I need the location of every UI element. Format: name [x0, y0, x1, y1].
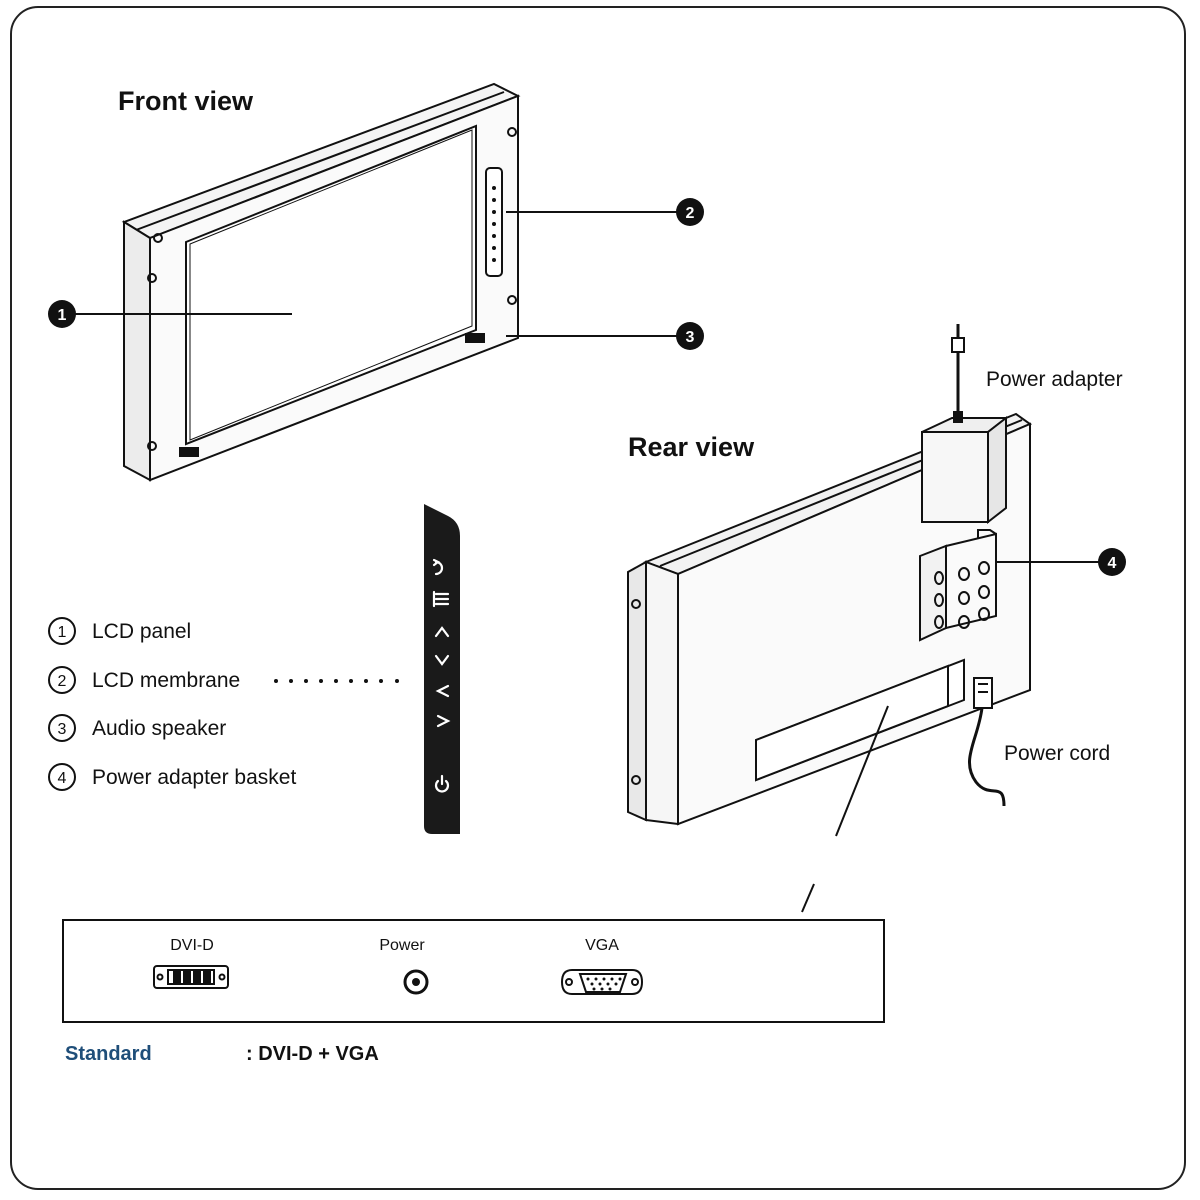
legend-number: 4 [58, 770, 67, 787]
membrane-strip [424, 504, 460, 834]
vga-port-label: VGA [585, 937, 619, 954]
power-cord [967, 677, 1006, 807]
front-monitor [121, 82, 521, 482]
front-callout-lines [62, 211, 690, 337]
power-icon [434, 774, 450, 793]
legend-number: 2 [58, 673, 67, 690]
callout-4-number: 4 [1108, 555, 1117, 572]
front-control-dots [492, 186, 496, 262]
membrane-dotted-leader [274, 679, 399, 683]
left-arrow-icon [435, 684, 450, 698]
menu-icon [432, 590, 450, 608]
vga-port-icon [560, 969, 644, 995]
legend-label: Audio speaker [92, 717, 226, 740]
power-port-label: Power [379, 937, 425, 954]
legend-item-lcd-membrane: 2 LCD membrane [48, 666, 240, 694]
callout-3-number: 3 [686, 329, 695, 346]
power-cord-label: Power cord [1004, 742, 1110, 765]
standard-label: Standard [65, 1043, 152, 1065]
callout-1: 1 [48, 300, 76, 328]
rear-view-title: Rear view [628, 432, 755, 462]
legend-label: LCD membrane [92, 669, 240, 692]
legend-label: LCD panel [92, 620, 191, 643]
callout-2-number: 2 [686, 205, 695, 222]
ports-leader-line [835, 705, 889, 837]
up-arrow-icon [434, 626, 450, 638]
callout-3: 3 [676, 322, 704, 350]
standard-value: : DVI-D + VGA [246, 1043, 379, 1065]
power-adapter-label: Power adapter [986, 368, 1123, 391]
callout-1-number: 1 [58, 307, 67, 324]
dvi-port-icon [153, 965, 229, 989]
dvi-port-label: DVI-D [170, 937, 214, 954]
down-arrow-icon [434, 654, 450, 666]
legend-number: 1 [58, 624, 67, 641]
return-icon [432, 558, 444, 576]
ports-leader-line-lower [801, 883, 815, 913]
legend-number: 3 [58, 721, 67, 738]
front-view-title: Front view [118, 86, 254, 116]
legend-item-power-adapter-basket: 4 Power adapter basket [48, 763, 296, 791]
diagram-frame [10, 6, 1186, 1190]
legend-item-audio-speaker: 3 Audio speaker [48, 714, 226, 742]
callout-4: 4 [1098, 548, 1126, 576]
legend-label: Power adapter basket [92, 766, 296, 789]
callout-2: 2 [676, 198, 704, 226]
legend: 1 LCD panel 2 LCD membrane 3 Audio speak… [48, 617, 296, 791]
power-port-icon [403, 969, 429, 995]
power-adapter [921, 324, 1009, 525]
right-arrow-icon [436, 714, 451, 728]
power-adapter-basket [919, 529, 997, 642]
legend-item-lcd-panel: 1 LCD panel [48, 617, 191, 645]
